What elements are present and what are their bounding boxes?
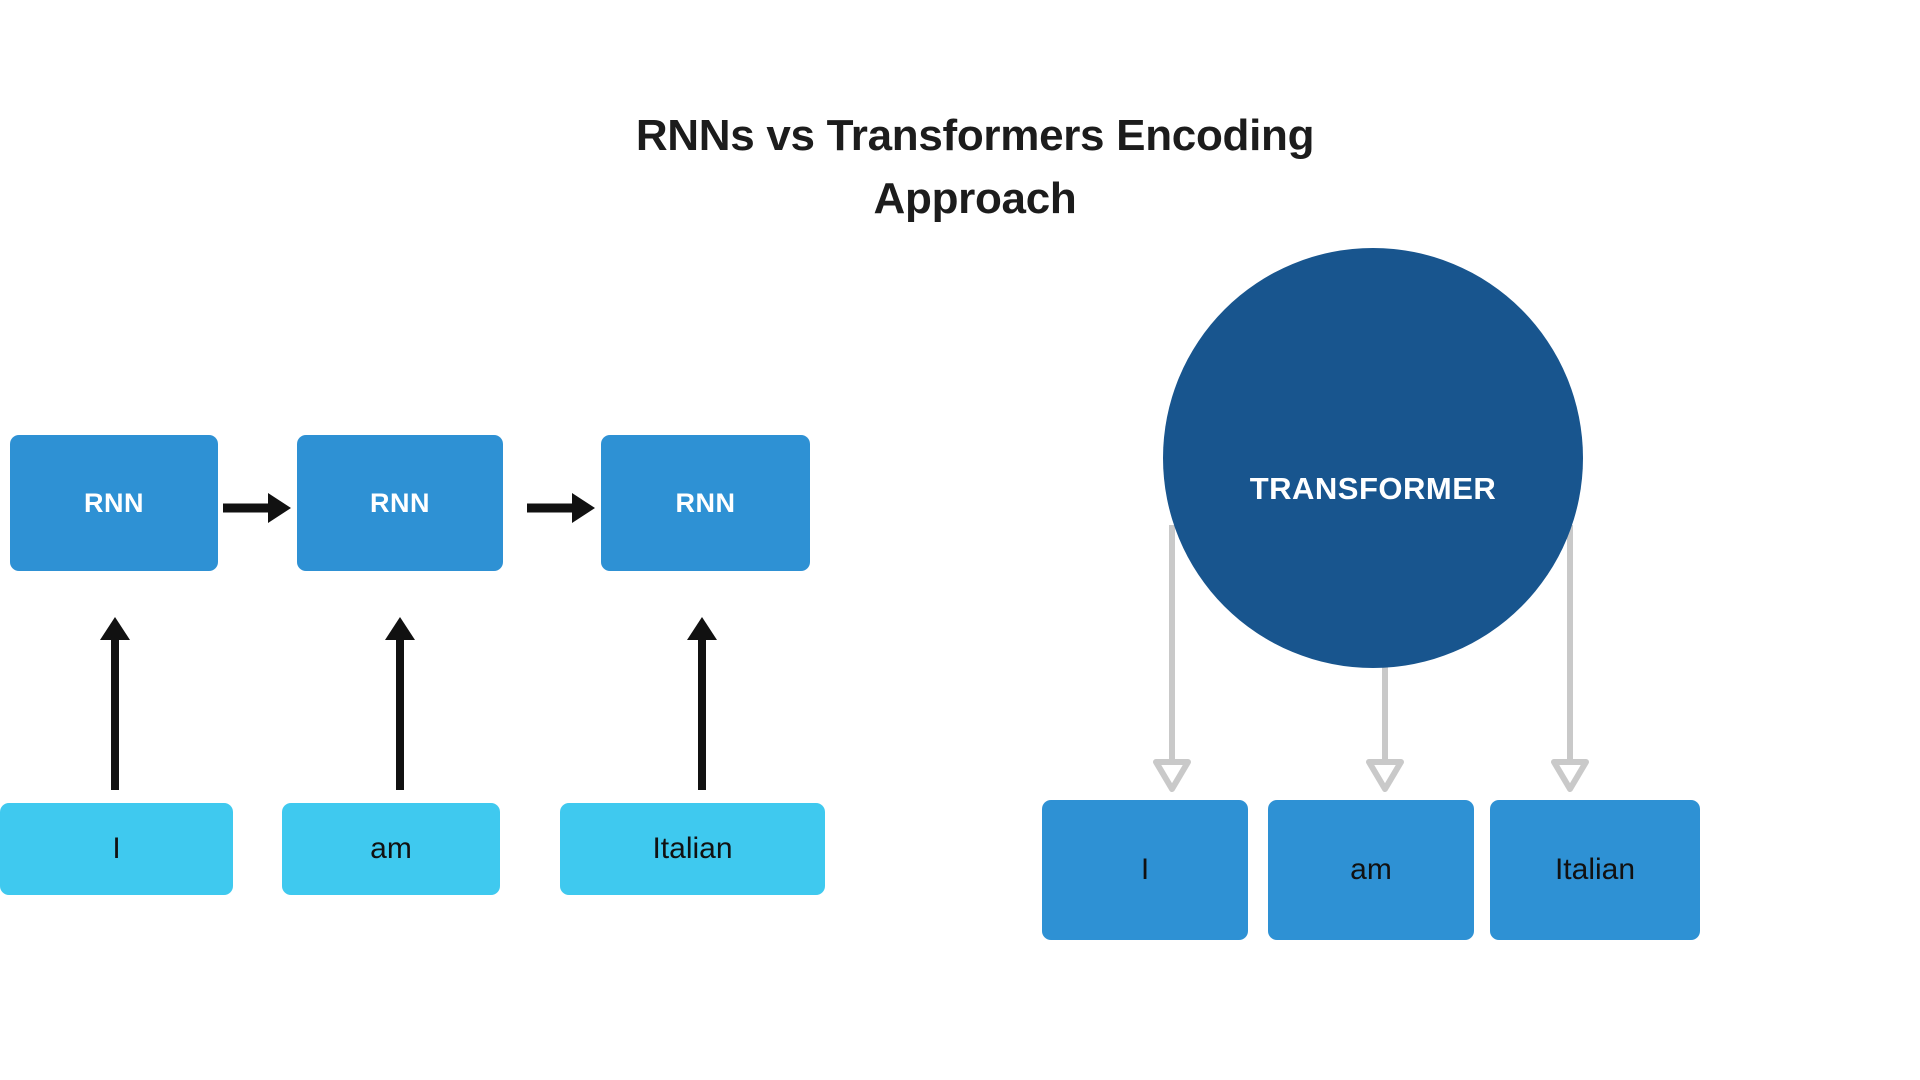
transformer-input-token-1-label: I [1140,853,1150,886]
transformer-node[interactable]: TRANSFORMER [1163,248,1583,668]
rnn-cell-2-label: RNN [370,487,430,518]
rnn-input-token-2[interactable]: am [282,803,500,895]
rnn-cell-1[interactable]: RNN [10,435,218,571]
transformer-input-token-2-label: am [1350,853,1392,886]
rnn-cell-3-label: RNN [675,487,736,518]
rnn-sequential-arrow-1 [223,493,291,523]
rnn-input-token-1[interactable]: I [0,803,233,895]
rnn-input-token-3-label: Italian [652,832,733,865]
rnn-input-arrow-1 [100,617,130,790]
rnn-input-token-3[interactable]: Italian [560,803,825,895]
transformer-input-token-2[interactable]: am [1268,800,1474,940]
transformer-attention-arrow-2 [1366,660,1404,792]
transformer-input-token-1[interactable]: I [1042,800,1248,940]
transformer-attention-arrow-3 [1551,525,1589,792]
page-title: RNNs vs Transformers Encoding Approach [635,111,1315,223]
rnn-input-arrow-3 [687,617,717,790]
rnn-input-token-2-label: am [370,832,412,865]
transformer-input-token-3-label: Italian [1554,853,1636,886]
rnn-cell-1-label: RNN [84,487,144,518]
rnn-cell-2[interactable]: RNN [297,435,503,571]
transformer-input-token-3[interactable]: Italian [1490,800,1700,940]
rnn-input-arrow-2 [385,617,415,790]
transformer-label: TRANSFORMER [1249,471,1497,506]
rnn-sequential-arrow-2 [527,493,595,523]
rnn-cell-3[interactable]: RNN [601,435,810,571]
transformer-attention-arrow-1 [1153,525,1191,792]
rnn-input-token-1-label: I [112,832,121,865]
